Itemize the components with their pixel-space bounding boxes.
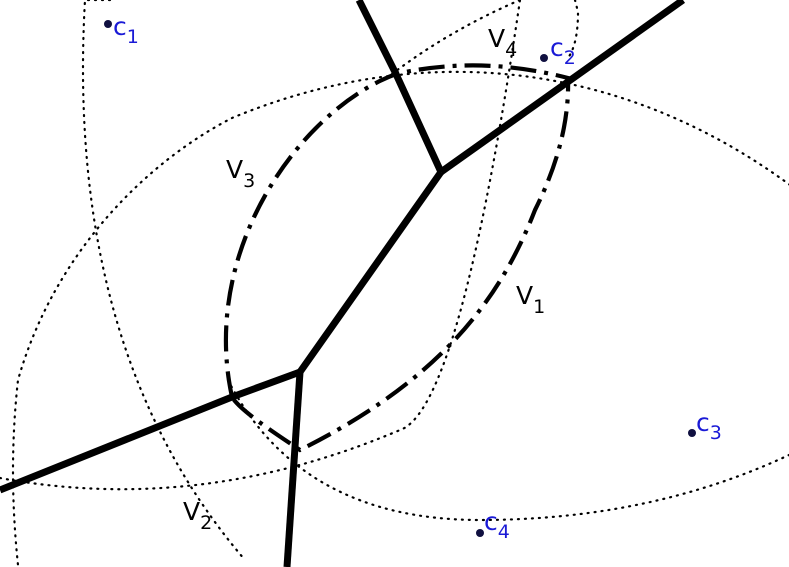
voronoi-edge-upper bbox=[355, 0, 445, 174]
voronoi-edge-lower bbox=[283, 371, 304, 567]
label-c2: c2 bbox=[550, 33, 576, 69]
dotted-circle-c4 bbox=[0, 0, 522, 491]
label-v3: V3 bbox=[226, 155, 255, 192]
voronoi-edge-left bbox=[0, 368, 302, 494]
label-v4: V4 bbox=[488, 24, 517, 61]
dotted-circle-c2 bbox=[566, 0, 580, 60]
label-v2: V2 bbox=[183, 497, 212, 534]
label-v1: V1 bbox=[516, 281, 545, 318]
voronoi-edge-center bbox=[297, 169, 444, 375]
dotted-circle-c5 bbox=[226, 378, 789, 522]
point-c2 bbox=[540, 54, 548, 62]
dotted-circle-c3 bbox=[11, 70, 789, 567]
point-c3 bbox=[688, 429, 696, 437]
label-c1: c1 bbox=[113, 12, 139, 48]
label-c4: c4 bbox=[484, 507, 510, 543]
point-c4 bbox=[476, 529, 484, 537]
label-c3: c3 bbox=[696, 408, 722, 444]
dotted-circle-c1 bbox=[81, 0, 247, 562]
region-boundary-v1 bbox=[223, 63, 571, 453]
voronoi-edge-upper-right bbox=[438, 0, 686, 175]
point-c1 bbox=[104, 20, 112, 28]
